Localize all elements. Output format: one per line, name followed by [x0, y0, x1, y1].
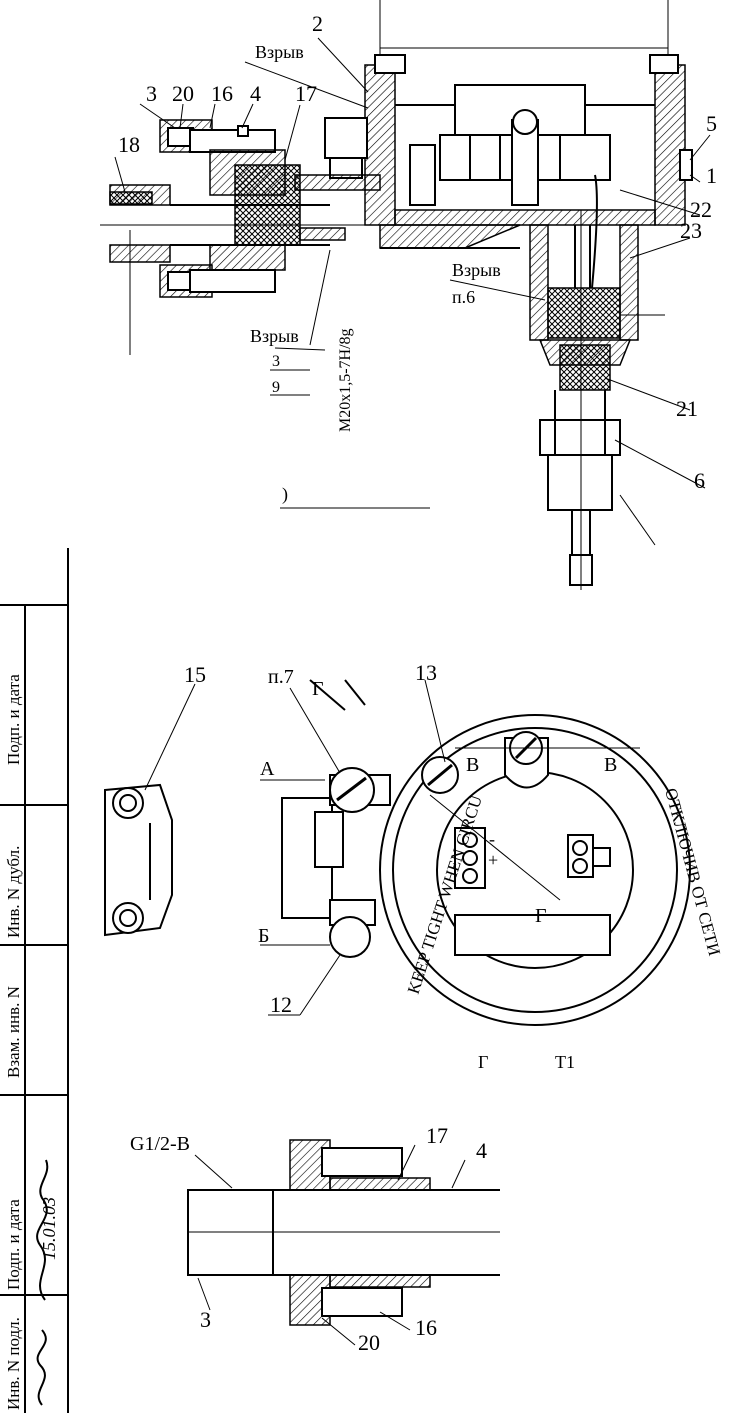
callout-3: 3	[146, 81, 157, 106]
label-thread-g: G1/2-B	[130, 1133, 190, 1155]
cable-gland-vertical	[529, 174, 639, 590]
label-p7: п.7	[268, 666, 294, 688]
callout-21: 21	[676, 396, 698, 421]
section-v-left: В	[466, 754, 479, 776]
part-15-view: 15	[104, 662, 206, 937]
callout-16: 16	[211, 81, 233, 106]
thread-m20-label: M20x1,5-7H/8g	[337, 328, 354, 432]
callout-5: 5	[706, 111, 717, 136]
housing-plan-view: 13 12 п.7 Г А Б В В Г + - KEEP TIGHT WHE…	[258, 660, 724, 1072]
section-g-top: Г	[312, 678, 324, 700]
callout-3-bottom: 3	[200, 1307, 211, 1332]
callout-1: 1	[706, 163, 717, 188]
section-g-center: Г	[535, 905, 547, 927]
callout-15: 15	[184, 662, 206, 687]
callout-18: 18	[118, 132, 140, 157]
date-stamp: 15.01.03	[39, 1197, 59, 1260]
tick-9: 9	[272, 379, 280, 396]
title-cell-5: Инв. N подл.	[4, 1317, 23, 1410]
section-v-right: В	[604, 754, 617, 776]
callout-20: 20	[172, 81, 194, 106]
callout-6: 6	[694, 468, 705, 493]
arrow-b-label: Б	[258, 925, 269, 947]
section-view-top: 2 3 20 16 4 17 18 5 1 22 23 21 6 Взрыв В…	[100, 0, 717, 590]
top-dimension	[379, 0, 669, 55]
cable-gland-horizontal	[100, 119, 410, 355]
title-cell-3: Взам. инв. N	[4, 986, 23, 1078]
title-cell-4: Подп. и дата	[4, 1199, 23, 1290]
ring-text-right: ОТКЛЮЧИВ ОТ СЕТИ	[661, 786, 724, 958]
callout-2: 2	[312, 11, 323, 36]
title-cell-2: Инв. N дубл.	[4, 846, 23, 938]
callout-16-bottom: 16	[415, 1315, 437, 1340]
polarity-minus: -	[489, 829, 495, 849]
view-label-2: Т1	[555, 1052, 575, 1072]
terminal-block	[324, 84, 611, 206]
label-vzryv-1: Взрыв	[255, 42, 304, 62]
label-p6: п.6	[452, 287, 475, 307]
callout-22: 22	[690, 197, 712, 222]
callout-13: 13	[415, 660, 437, 685]
callout-17: 17	[295, 81, 317, 106]
view-label: Г	[478, 1052, 488, 1072]
callout-12: 12	[270, 992, 292, 1017]
callout-4: 4	[250, 81, 261, 106]
callout-17-bottom: 17	[426, 1123, 448, 1148]
callout-4-bottom: 4	[476, 1138, 487, 1163]
arrow-a-label: А	[260, 758, 275, 780]
title-cell-1: Подп. и дата	[4, 674, 23, 765]
callout-23: 23	[680, 218, 702, 243]
handwritten-signature-2	[36, 1329, 47, 1406]
fitting-detail-view: G1/2-B 17 4 3 20 16	[130, 1123, 500, 1355]
polarity-plus: +	[488, 850, 498, 870]
title-block: Подп. и дата Инв. N дубл. Взам. инв. N П…	[0, 548, 69, 1413]
label-vzryv-3: Взрыв	[250, 326, 299, 346]
handwritten-signature	[36, 1159, 49, 1301]
callout-20-bottom: 20	[358, 1330, 380, 1355]
tick-3: 3	[272, 353, 280, 370]
ring-text-left: KEEP TIGHT WHEN CIRCU	[404, 793, 486, 996]
label-vzryv-2: Взрыв	[452, 260, 501, 280]
leader-lines-top	[114, 37, 711, 546]
bracket-fragment: )	[282, 484, 288, 505]
